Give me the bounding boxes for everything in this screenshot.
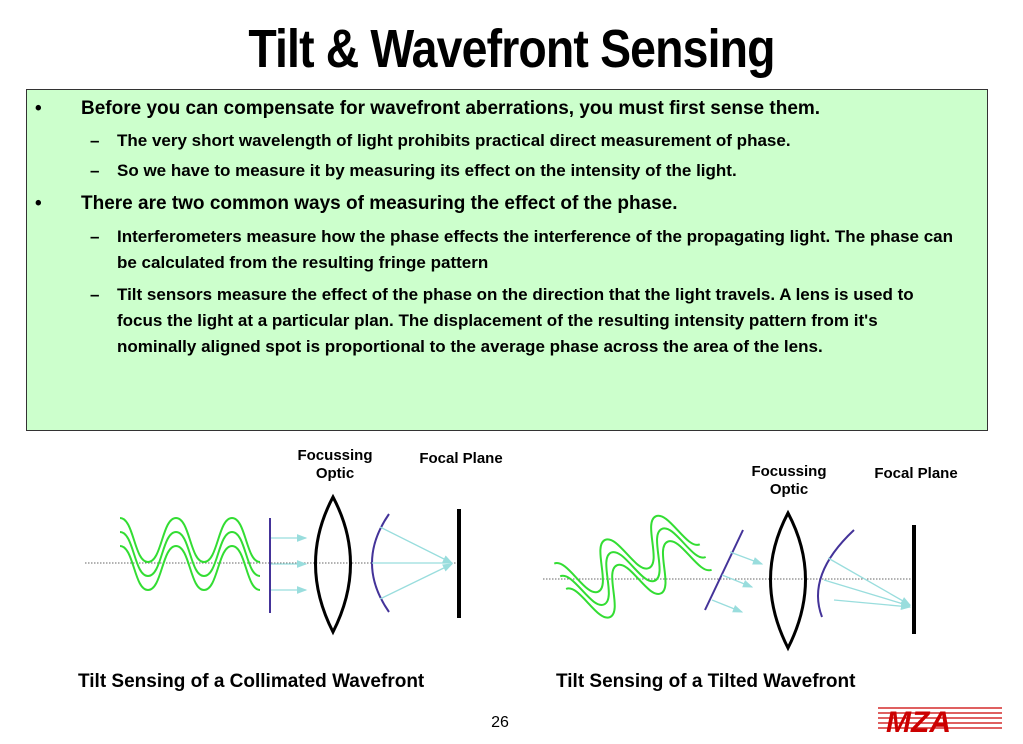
incoming-tilted-rays [711,551,764,613]
sub-bullet-mark: – [90,227,100,246]
tilted-wavefront [704,529,744,611]
focusing-lens [314,493,352,636]
right-optic-label: Focussing Optic [751,463,827,498]
converging-tilted-wavefront [817,529,855,618]
tilted-diagram [543,509,916,652]
sub-bullet-mark: – [90,161,100,180]
left-diagram-caption: Tilt Sensing of a Collimated Wavefront [78,671,425,692]
tilt-sensing-diagrams [85,493,916,652]
converging-tilted-rays [823,557,912,611]
sub-bullet-text: The very short wavelength of light prohi… [117,131,791,150]
bullet-text: There are two common ways of measuring t… [81,193,678,214]
mza-logo: MZA [878,706,1002,738]
mza-logo-text: MZA [886,706,951,738]
sub-bullet-text: Tilt sensors measure the effect of the p… [117,285,914,356]
sub-bullet-text: Interferometers measure how the phase ef… [117,227,954,272]
collimated-waves [119,516,261,592]
left-optic-label: Focussing Optic [297,447,373,482]
sub-bullet-mark: – [90,131,100,150]
bullet-mark: • [35,98,42,119]
page-number: 26 [491,714,509,731]
sub-bullet-text: So we have to measure it by measuring it… [117,161,737,180]
incoming-rays [271,534,308,594]
right-plane-label: Focal Plane [874,465,958,482]
right-diagram-caption: Tilt Sensing of a Tilted Wavefront [556,671,856,692]
content-box: • Before you can compensate for wavefron… [26,89,988,431]
slide-title: Tilt & Wavefront Sensing [248,19,775,79]
bullet-text: Before you can compensate for wavefront … [81,98,821,119]
focusing-lens [769,509,807,652]
sub-bullet-mark: – [90,285,100,304]
bullet-mark: • [35,193,42,214]
collimated-diagram [85,493,461,636]
left-plane-label: Focal Plane [419,450,503,467]
converging-rays [372,526,454,600]
tilted-waves [553,514,713,619]
